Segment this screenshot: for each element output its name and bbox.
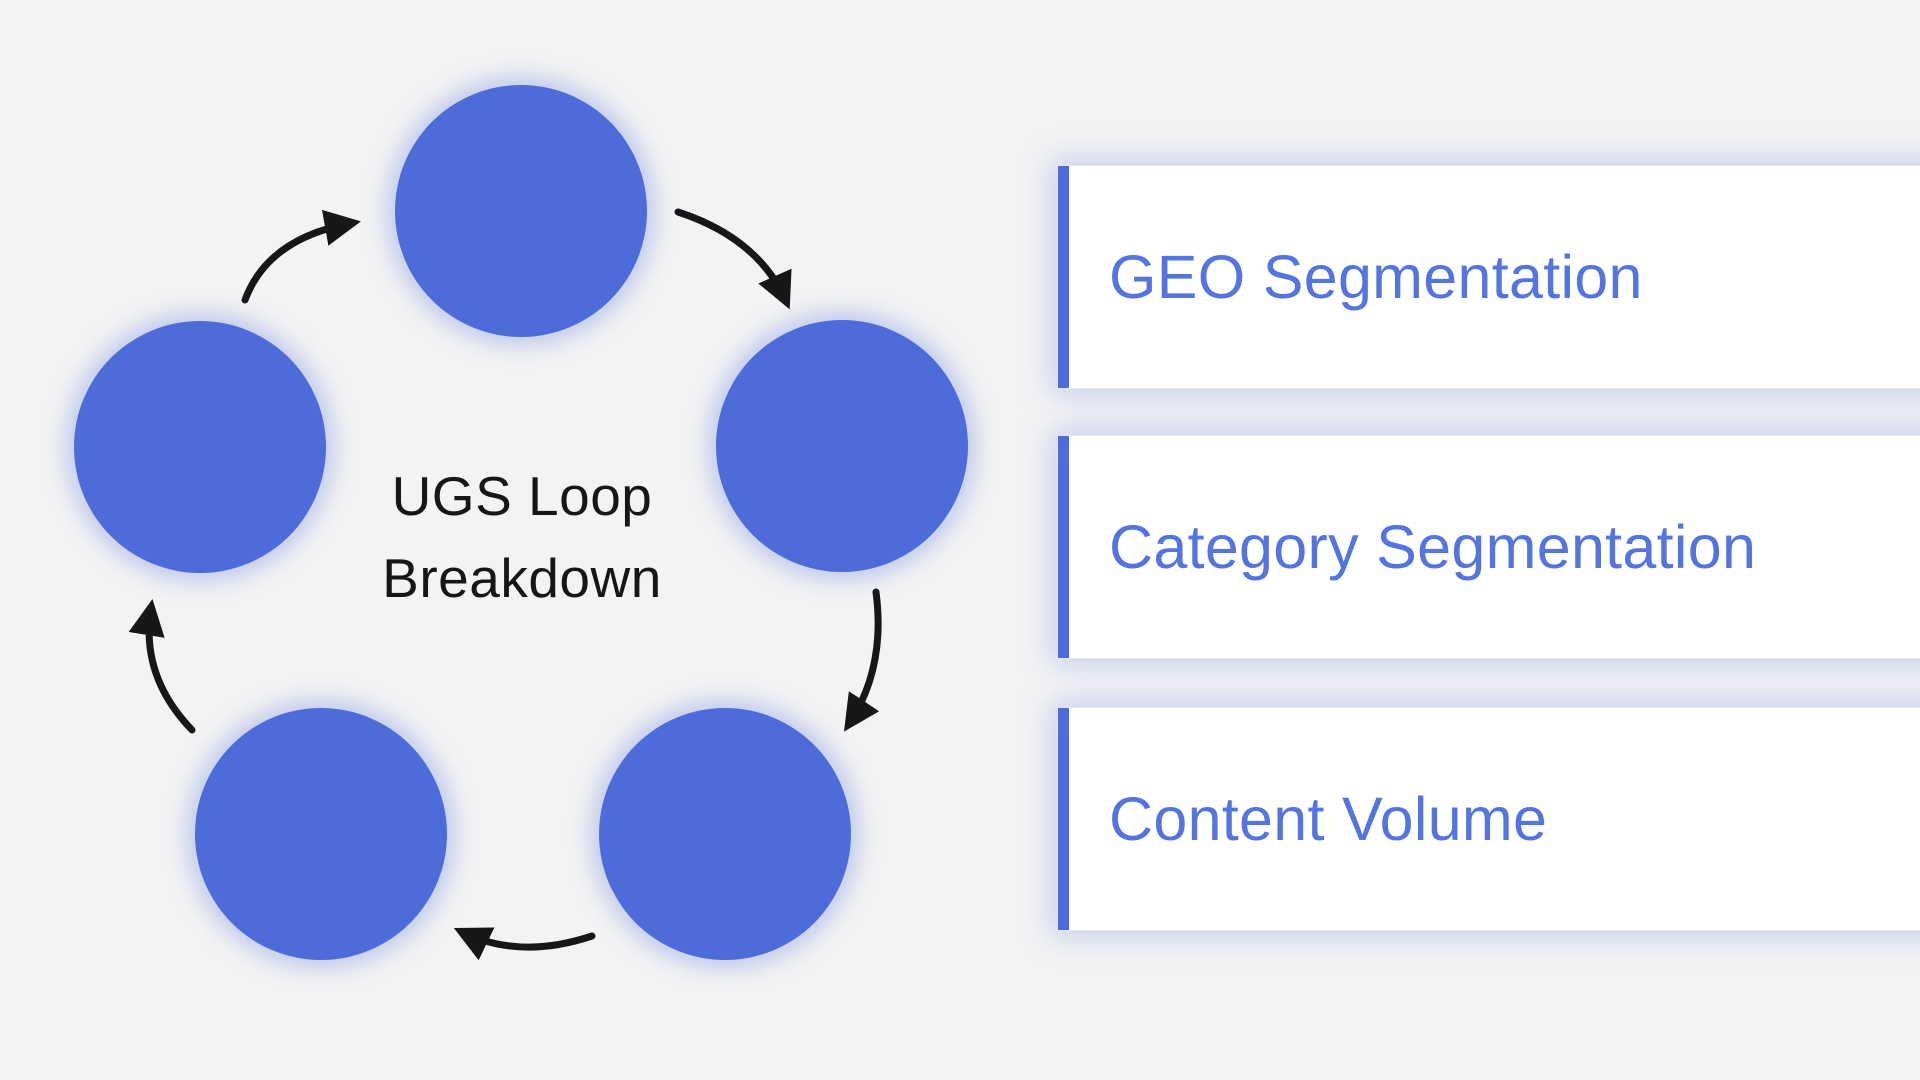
- loop-node-bottom-right: [599, 708, 851, 960]
- card-label: Content Volume: [1109, 785, 1548, 853]
- card-label: GEO Segmentation: [1109, 243, 1643, 311]
- card-accent-bar: [1058, 708, 1069, 930]
- card-category-segmentation: Category Segmentation: [1057, 435, 1920, 659]
- loop-node-top: [395, 85, 647, 337]
- loop-node-bottom-left: [195, 708, 447, 960]
- diagram-title: UGS Loop Breakdown: [322, 455, 722, 619]
- arrow-left-to-top: [241, 209, 361, 304]
- card-content-volume: Content Volume: [1057, 707, 1920, 931]
- arrow-bottom-right-to-bottom-left: [453, 927, 596, 961]
- card-label: Category Segmentation: [1109, 513, 1757, 581]
- arrow-right-to-bottom-right: [843, 588, 882, 732]
- loop-node-left: [74, 321, 326, 573]
- card-geo-segmentation: GEO Segmentation: [1057, 165, 1920, 389]
- ugs-loop-diagram: UGS Loop Breakdown: [74, 85, 968, 961]
- loop-node-right: [716, 320, 968, 572]
- card-accent-bar: [1058, 166, 1069, 388]
- diagram-title-line1: UGS Loop: [391, 465, 653, 527]
- arrow-top-to-right: [674, 208, 792, 310]
- diagram-title-line2: Breakdown: [382, 547, 662, 609]
- arrow-bottom-left-to-left: [128, 599, 196, 734]
- card-accent-bar: [1058, 436, 1069, 658]
